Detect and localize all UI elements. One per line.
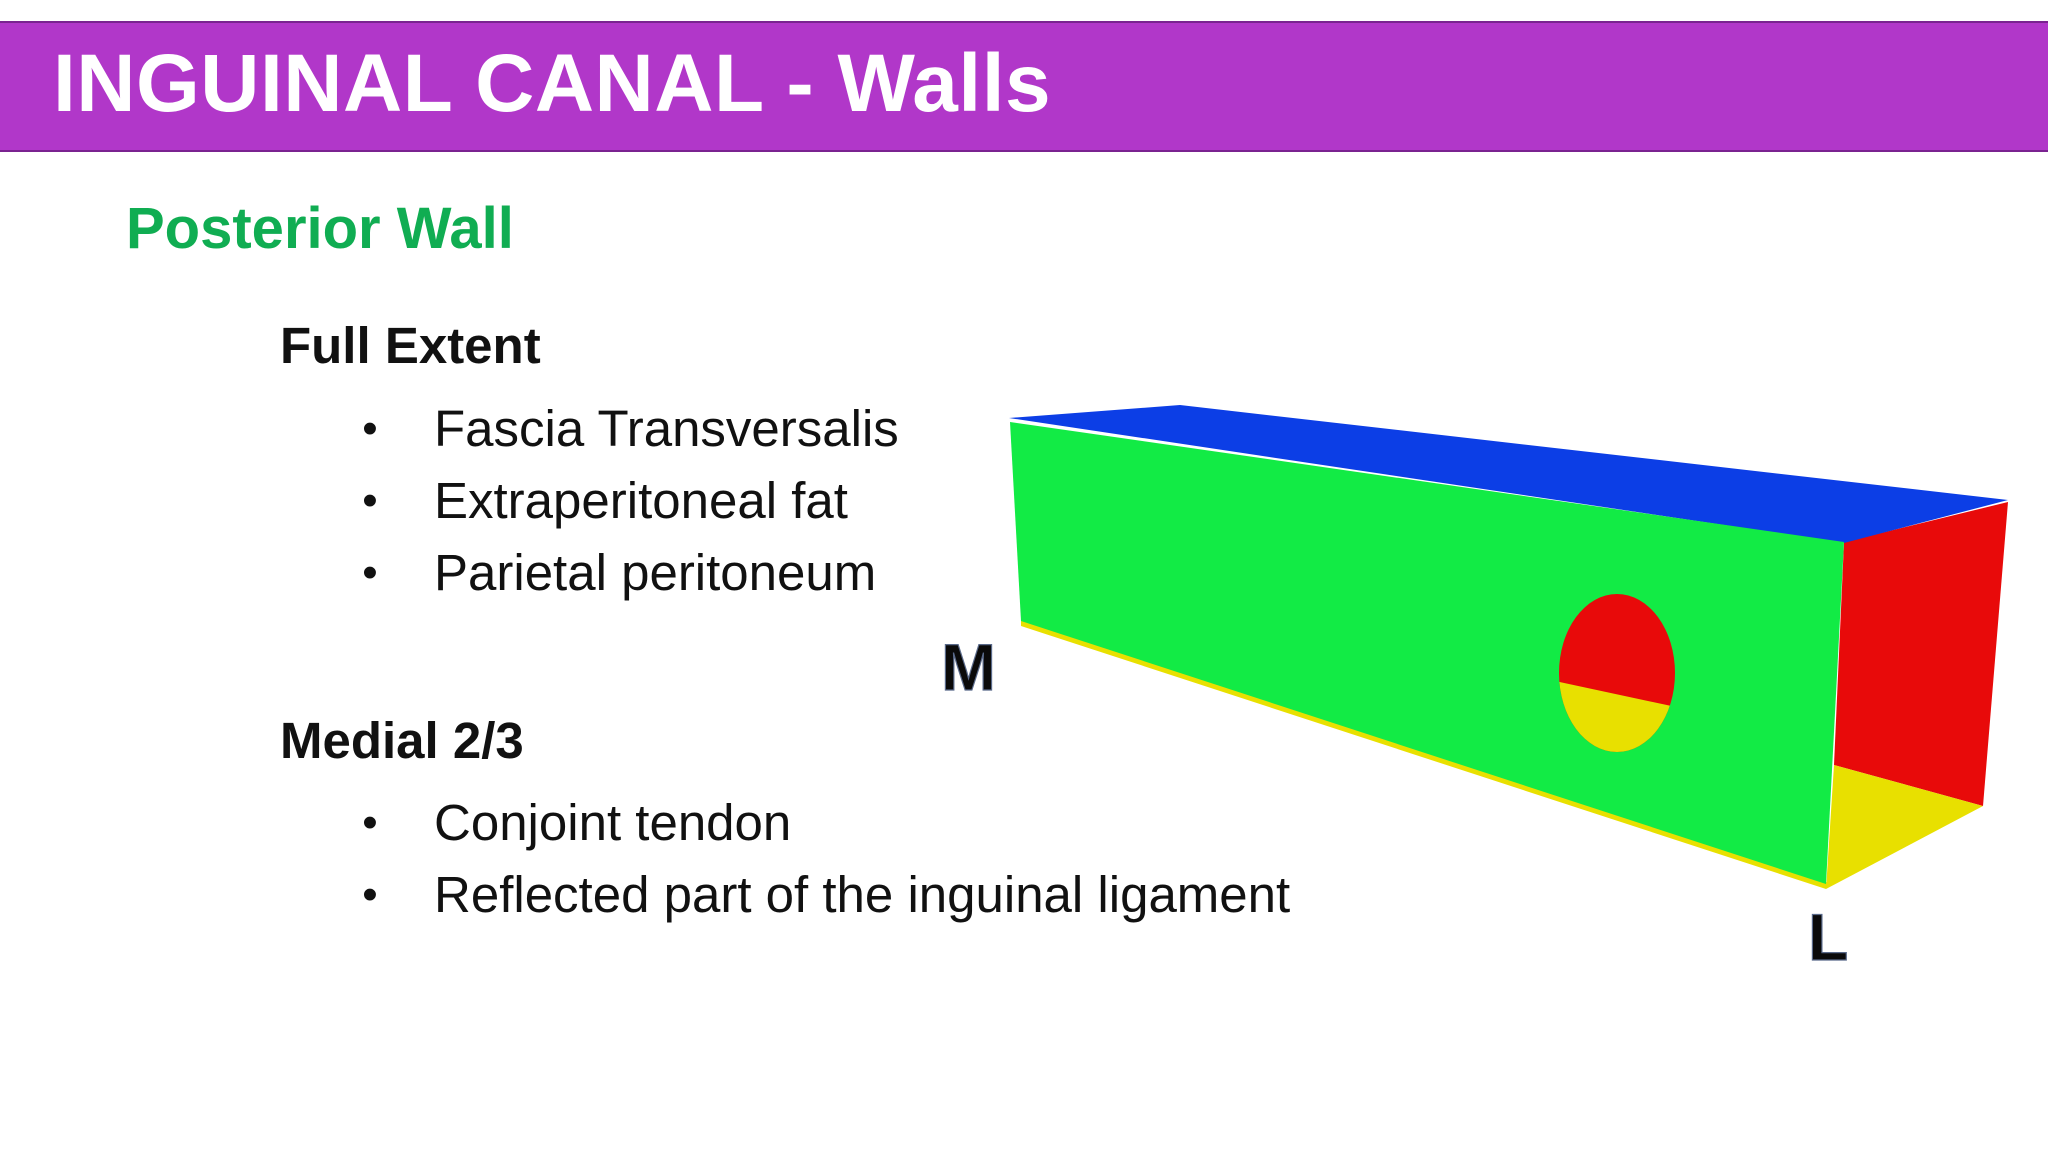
bullet-icon: • <box>362 404 378 453</box>
list-item-text: Extraperitoneal fat <box>434 472 848 529</box>
list-item-text: Reflected part of the inguinal ligament <box>434 866 1291 923</box>
canal-lateral-end-upper <box>1834 502 2008 806</box>
group-heading-full-extent: Full Extent <box>280 317 541 374</box>
section-heading: Posterior Wall <box>126 196 514 261</box>
bullet-icon: • <box>362 476 378 525</box>
list-item-text: Parietal peritoneum <box>434 544 877 601</box>
page-title: INGUINAL CANAL - Walls <box>53 38 1052 129</box>
canal-floor <box>1021 620 1829 889</box>
list-item-text: Conjoint tendon <box>434 794 792 851</box>
canal-roof <box>1009 405 2008 543</box>
medial-direction-label: M <box>941 630 996 704</box>
canal-front-wall <box>1010 422 1844 884</box>
canal-lateral-end-lower <box>1826 765 1983 889</box>
bullet-icon: • <box>362 798 378 847</box>
title-bar: INGUINAL CANAL - Walls <box>0 21 2048 152</box>
bullet-icon: • <box>362 548 378 597</box>
bullet-icon: • <box>362 870 378 919</box>
group-heading-medial-two-thirds: Medial 2/3 <box>280 712 524 769</box>
lateral-direction-label: L <box>1808 900 1848 974</box>
list-item-text: Fascia Transversalis <box>434 400 899 457</box>
